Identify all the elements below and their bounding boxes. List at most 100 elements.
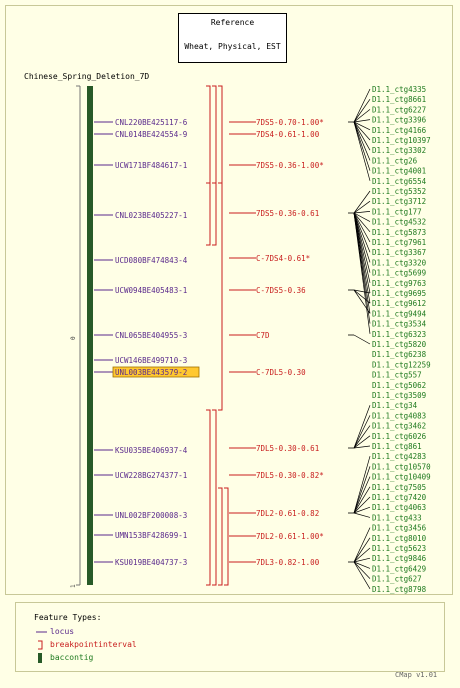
- interval-label[interactable]: 7DL2-0.61-1.00*: [256, 532, 324, 541]
- chromosome-bar-rect[interactable]: [87, 86, 93, 585]
- interval-label[interactable]: 7DS5-0.36-1.00*: [256, 161, 324, 170]
- contig-label[interactable]: D1.1_ctg9846: [372, 554, 427, 563]
- interval-label[interactable]: C-7DS4-0.61*: [256, 254, 310, 263]
- chromosome-bar[interactable]: [87, 86, 93, 585]
- locus-label[interactable]: KSU035BE406937-4: [115, 446, 188, 455]
- correspondence-line: [353, 466, 371, 514]
- contig-label[interactable]: D1.1_ctg9695: [372, 289, 426, 298]
- contig-label[interactable]: D1.1_ctg8010: [372, 534, 427, 543]
- contig-label[interactable]: D1.1_ctg3367: [372, 248, 426, 257]
- interval-label[interactable]: 7DS5-0.36-0.61: [256, 209, 319, 218]
- map-title[interactable]: Chinese_Spring_Deletion_7D: [24, 72, 150, 81]
- interval-label[interactable]: 7DL3-0.82-1.00: [256, 558, 320, 567]
- contig-label[interactable]: D1.1_ctg12259: [372, 360, 431, 369]
- contig-label[interactable]: D1.1_ctg3712: [372, 197, 426, 206]
- correspondence-line: [353, 486, 371, 514]
- correspondence-line: [353, 212, 371, 273]
- contig-label[interactable]: D1.1_ctg34: [372, 401, 418, 410]
- locus-label[interactable]: UCW146BE499710-3: [115, 356, 187, 365]
- contig-label[interactable]: D1.1_ctg5873: [372, 228, 426, 237]
- correspondence-line: [353, 212, 371, 253]
- contig-label[interactable]: D1.1_ctg3509: [372, 391, 426, 400]
- contig-label[interactable]: D1.1_ctg627: [372, 575, 422, 584]
- interval-label[interactable]: C7D: [256, 331, 270, 340]
- contig-label[interactable]: D1.1_ctg5352: [372, 187, 426, 196]
- contig-label[interactable]: D1.1_ctg7961: [372, 238, 426, 247]
- contig-label[interactable]: D1.1_ctg3462: [372, 422, 426, 431]
- locus-label[interactable]: CNL023BE405227-1: [115, 211, 187, 220]
- contig-label[interactable]: D1.1_ctg4283: [372, 452, 426, 461]
- contig-label[interactable]: D1.1_ctg8661: [372, 95, 426, 104]
- contig-label[interactable]: D1.1_ctg8798: [372, 585, 427, 594]
- interval-label[interactable]: 7DL5-0.30-0.82*: [256, 471, 324, 480]
- contig-label[interactable]: D1.1_ctg6238: [372, 350, 427, 359]
- contig-label[interactable]: D1.1_ctg3456: [372, 524, 427, 533]
- interval-label[interactable]: 7DL5-0.30-0.61: [256, 444, 319, 453]
- breakpoint-bracket[interactable]: [212, 85, 217, 184]
- contig-label[interactable]: D1.1_ctg10409: [372, 473, 431, 482]
- contig-label[interactable]: D1.1_ctg177: [372, 207, 422, 216]
- correspondence-line: [353, 88, 371, 123]
- locus-label[interactable]: CNL014BE424554-9: [115, 130, 187, 139]
- contig-label[interactable]: D1.1_ctg9494: [372, 309, 427, 318]
- contig-label[interactable]: D1.1_ctg5699: [372, 269, 426, 278]
- contig-label[interactable]: D1.1_ctg3320: [372, 258, 427, 267]
- breakpoint-bracket[interactable]: [218, 182, 223, 411]
- contig-label[interactable]: D1.1_ctg5623: [372, 544, 426, 553]
- contig-label[interactable]: D1.1_ctg4001: [372, 167, 426, 176]
- contig-label[interactable]: D1.1_ctg4166: [372, 126, 427, 135]
- contig-label[interactable]: D1.1_ctg4063: [372, 503, 426, 512]
- breakpoint-bracket[interactable]: [212, 182, 217, 246]
- contig-label[interactable]: D1.1_ctg10397: [372, 136, 431, 145]
- breakpoint-bracket[interactable]: [224, 487, 229, 586]
- breakpoint-bracket[interactable]: [206, 409, 211, 586]
- contig-label[interactable]: D1.1_ctg5820: [372, 340, 427, 349]
- interval-label[interactable]: 7DL2-0.61-0.82: [256, 509, 319, 518]
- contig-label[interactable]: D1.1_ctg6323: [372, 330, 426, 339]
- correspondence-line: [353, 121, 371, 131]
- breakpoint-bracket[interactable]: [206, 182, 211, 246]
- contig-label[interactable]: D1.1_ctg7420: [372, 493, 427, 502]
- contig-label[interactable]: D1.1_ctg4083: [372, 411, 426, 420]
- breakpoint-bracket[interactable]: [206, 85, 211, 184]
- contig-label[interactable]: D1.1_ctg433: [372, 513, 422, 522]
- contig-label[interactable]: D1.1_ctg10570: [372, 462, 431, 471]
- breakpoint-bracket[interactable]: [212, 409, 217, 586]
- contig-label[interactable]: D1.1_ctg6026: [372, 432, 427, 441]
- locus-label[interactable]: KSU019BE404737-3: [115, 558, 187, 567]
- correspondence-line: [353, 212, 371, 263]
- locus-label[interactable]: CNL220BE425117-6: [115, 118, 188, 127]
- contig-label[interactable]: D1.1_ctg26: [372, 156, 418, 165]
- contig-label[interactable]: D1.1_ctg6554: [372, 177, 427, 186]
- locus-label[interactable]: UCW171BF484617-1: [115, 161, 187, 170]
- locus-label[interactable]: UCW228BG274377-1: [115, 471, 187, 480]
- contig-label[interactable]: D1.1_ctg3396: [372, 116, 427, 125]
- locus-label[interactable]: UNL003BE443579-2: [115, 368, 187, 377]
- contig-label[interactable]: D1.1_ctg6429: [372, 564, 426, 573]
- contig-label[interactable]: D1.1_ctg6227: [372, 105, 426, 114]
- contig-label[interactable]: D1.1_ctg3302: [372, 146, 426, 155]
- contig-label[interactable]: D1.1_ctg3534: [372, 320, 427, 329]
- contig-label[interactable]: D1.1_ctg9763: [372, 279, 426, 288]
- interval-label[interactable]: C-7DL5-0.30: [256, 368, 306, 377]
- contig-label[interactable]: D1.1_ctg861: [372, 442, 422, 451]
- breakpoint-bracket[interactable]: [218, 487, 223, 586]
- locus-label[interactable]: UCD080BF474843-4: [115, 256, 188, 265]
- contig-label[interactable]: D1.1_ctg5062: [372, 381, 426, 390]
- locus-label[interactable]: UCW094BE405483-1: [115, 286, 187, 295]
- correspondence-line: [353, 445, 371, 449]
- locus-label[interactable]: UMN153BF428699-1: [115, 531, 187, 540]
- interval-label[interactable]: 7DS5-0.70-1.00*: [256, 118, 324, 127]
- locus-label[interactable]: UNL002BF200008-3: [115, 511, 187, 520]
- locus-label[interactable]: CNL065BE404955-3: [115, 331, 187, 340]
- contig-label[interactable]: D1.1_ctg4532: [372, 218, 426, 227]
- contig-label[interactable]: D1.1_ctg9612: [372, 299, 426, 308]
- interval-label[interactable]: 7DS4-0.61-1.00: [256, 130, 320, 139]
- interval-label[interactable]: C-7DS5-0.36: [256, 286, 306, 295]
- contig-label[interactable]: D1.1_ctg557: [372, 371, 422, 380]
- breakpoint-bracket[interactable]: [218, 85, 223, 184]
- contig-label[interactable]: D1.1_ctg4335: [372, 85, 426, 94]
- breakpoint-brackets: [206, 85, 229, 586]
- contig-label[interactable]: D1.1_ctg7505: [372, 483, 426, 492]
- reference-map-box[interactable]: Reference Wheat, Physical, EST: [178, 13, 287, 63]
